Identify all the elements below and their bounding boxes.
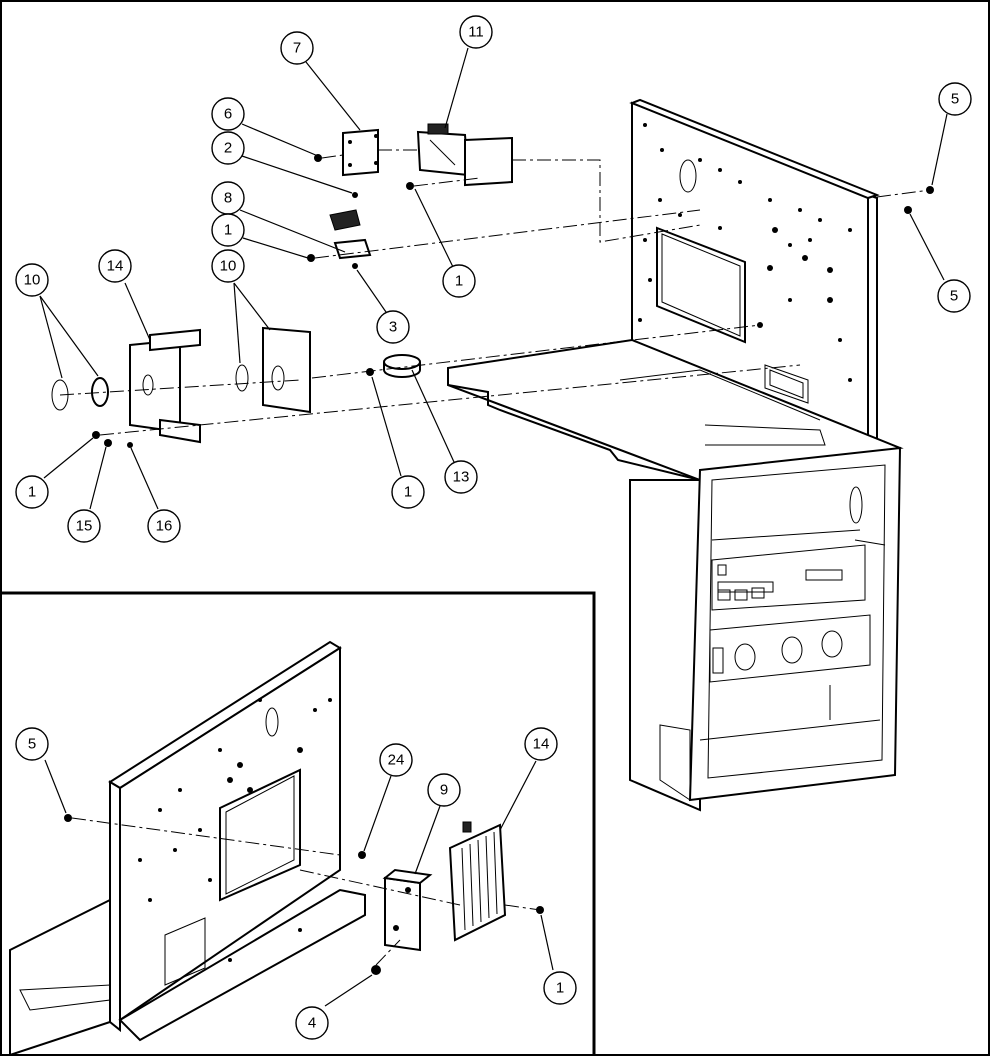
- leader-lines: [39, 47, 948, 1007]
- callout-13: 13: [444, 460, 478, 494]
- callout-14: 14: [524, 727, 558, 761]
- svg-text:10: 10: [24, 272, 41, 289]
- callout-5: 5: [938, 82, 972, 116]
- svg-text:5: 5: [28, 736, 36, 753]
- plate-part-10: [51, 326, 311, 414]
- svg-text:11: 11: [468, 24, 484, 41]
- svg-text:16: 16: [156, 518, 173, 535]
- callout-1: 1: [391, 475, 425, 509]
- callout-16: 16: [147, 509, 181, 543]
- callout-3: 3: [376, 310, 410, 344]
- svg-text:15: 15: [76, 518, 93, 535]
- svg-text:1: 1: [556, 980, 564, 997]
- bushing-part-13: [383, 354, 421, 378]
- svg-text:13: 13: [453, 469, 470, 486]
- svg-text:8: 8: [224, 190, 232, 207]
- callout-14: 14: [98, 249, 132, 283]
- callout-15: 15: [67, 509, 101, 543]
- svg-text:4: 4: [308, 1015, 316, 1032]
- svg-text:1: 1: [28, 484, 36, 501]
- svg-text:5: 5: [951, 91, 959, 108]
- svg-text:9: 9: [440, 782, 448, 799]
- main-cabinet: [629, 446, 902, 812]
- clip-part-8: [329, 209, 372, 260]
- assembly-lines-main: [59, 149, 931, 436]
- svg-text:1: 1: [404, 484, 412, 501]
- svg-text:1: 1: [455, 273, 463, 290]
- bracket-part-7: [342, 128, 379, 177]
- svg-text:14: 14: [533, 736, 550, 753]
- callout-labels: 7 11 6 2 8 1 1 10 14 10 3 5 5 1 13 1 15 …: [15, 15, 972, 1040]
- svg-text:5: 5: [950, 288, 958, 305]
- callout-10: 10: [211, 249, 245, 283]
- callout-2: 2: [211, 131, 245, 165]
- callout-1: 1: [543, 971, 577, 1005]
- callout-5: 5: [937, 279, 971, 313]
- callout-24: 24: [379, 743, 413, 777]
- svg-text:24: 24: [388, 752, 405, 769]
- svg-text:7: 7: [293, 40, 301, 57]
- callout-1: 1: [15, 475, 49, 509]
- callout-1: 1: [442, 264, 476, 298]
- inset-detail: [1, 591, 596, 1056]
- svg-text:1: 1: [224, 222, 232, 239]
- callout-8: 8: [211, 181, 245, 215]
- svg-text:6: 6: [224, 106, 232, 123]
- callout-5: 5: [15, 727, 49, 761]
- callout-11: 11: [459, 15, 493, 49]
- callout-6: 6: [211, 97, 245, 131]
- svg-text:2: 2: [224, 140, 232, 157]
- callout-10: 10: [15, 263, 49, 297]
- bracket-part-14: [129, 328, 201, 444]
- svg-text:3: 3: [389, 319, 397, 336]
- callout-1: 1: [211, 213, 245, 247]
- fasteners: [92, 154, 934, 448]
- callout-7: 7: [280, 31, 314, 65]
- svg-text:10: 10: [220, 258, 237, 275]
- callout-4: 4: [295, 1006, 329, 1040]
- relay-part-11: [416, 123, 513, 187]
- svg-text:14: 14: [107, 258, 124, 275]
- callout-9: 9: [427, 773, 461, 807]
